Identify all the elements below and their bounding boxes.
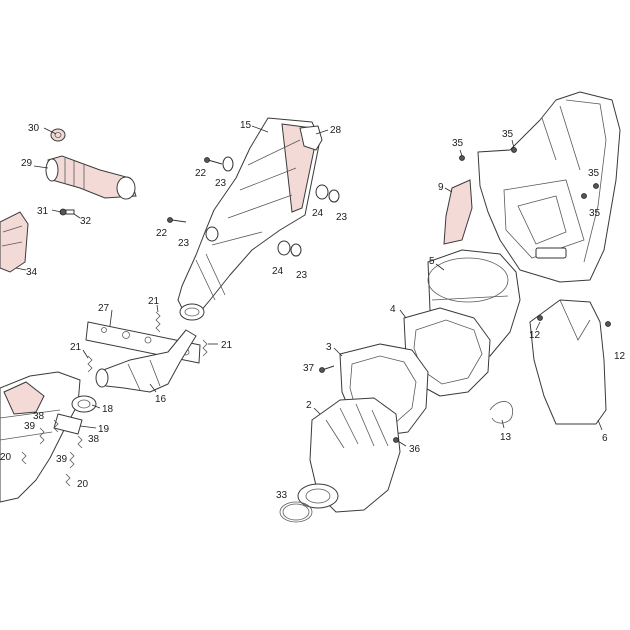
label-12b: 12 bbox=[614, 351, 626, 362]
label-35b: 35 bbox=[502, 129, 514, 140]
label-6: 6 bbox=[602, 433, 608, 444]
label-34: 34 bbox=[26, 267, 38, 278]
screws-35 bbox=[459, 147, 599, 199]
label-22a: 22 bbox=[195, 168, 207, 179]
label-38b: 38 bbox=[88, 434, 100, 445]
label-12a: 12 bbox=[529, 330, 541, 341]
label-20b: 20 bbox=[77, 479, 89, 490]
airbox-frame bbox=[477, 91, 621, 283]
label-36: 36 bbox=[409, 444, 421, 455]
screws-12 bbox=[537, 315, 611, 327]
label-29: 29 bbox=[21, 158, 33, 169]
label-4: 4 bbox=[390, 304, 396, 315]
label-24b: 24 bbox=[272, 266, 284, 277]
part-34-boot bbox=[0, 211, 29, 273]
part-2-intake-cover bbox=[297, 397, 401, 513]
label-35c: 35 bbox=[588, 168, 600, 179]
label-15: 15 bbox=[240, 120, 252, 131]
label-35d: 35 bbox=[589, 208, 601, 219]
leader-lines bbox=[15, 125, 603, 431]
screws-37-36 bbox=[319, 365, 407, 447]
exhaust-header-pipe bbox=[0, 371, 81, 503]
part-30-nut bbox=[50, 128, 66, 142]
label-23b: 23 bbox=[336, 212, 348, 223]
callout-labels: 30 29 31 32 34 15 28 22 23 24 23 22 23 2… bbox=[0, 120, 626, 501]
label-21a: 21 bbox=[148, 296, 160, 307]
label-32: 32 bbox=[80, 216, 92, 227]
label-23a: 23 bbox=[215, 178, 227, 189]
springs-38-39-20 bbox=[21, 419, 83, 487]
label-22b: 22 bbox=[156, 228, 168, 239]
part-9-side-panel bbox=[443, 179, 473, 245]
label-21c: 21 bbox=[70, 342, 82, 353]
label-24a: 24 bbox=[312, 208, 324, 219]
part-29-pipe bbox=[45, 155, 137, 200]
label-23c: 23 bbox=[178, 238, 190, 249]
part-18-flange bbox=[71, 395, 97, 413]
label-2: 2 bbox=[306, 400, 312, 411]
label-19: 19 bbox=[98, 424, 110, 435]
label-9: 9 bbox=[438, 182, 444, 193]
label-3: 3 bbox=[326, 342, 332, 353]
hardware-22-23-24 bbox=[167, 156, 340, 257]
part-13-clip bbox=[489, 401, 514, 424]
label-38a: 38 bbox=[33, 411, 45, 422]
part-31-bolt bbox=[59, 208, 75, 216]
part-28-end-cap bbox=[299, 125, 323, 151]
label-23d: 23 bbox=[296, 270, 308, 281]
label-20a: 20 bbox=[0, 452, 12, 463]
label-35a: 35 bbox=[452, 138, 464, 149]
label-13: 13 bbox=[500, 432, 512, 443]
part-19-plate bbox=[53, 413, 83, 435]
label-27: 27 bbox=[98, 303, 110, 314]
label-39b: 39 bbox=[56, 454, 68, 465]
spring-21 bbox=[87, 311, 208, 373]
label-5: 5 bbox=[429, 256, 435, 267]
label-21b: 21 bbox=[221, 340, 233, 351]
label-31: 31 bbox=[37, 206, 49, 217]
part-6-mudflap bbox=[529, 299, 607, 425]
label-28: 28 bbox=[330, 125, 342, 136]
label-37: 37 bbox=[303, 363, 315, 374]
part-33-clamp bbox=[279, 501, 313, 523]
part-15-silencer bbox=[177, 117, 321, 321]
label-33: 33 bbox=[276, 490, 288, 501]
label-39a: 39 bbox=[24, 421, 36, 432]
label-30: 30 bbox=[28, 123, 40, 134]
label-16: 16 bbox=[155, 394, 167, 405]
part-16-link-pipe bbox=[95, 329, 197, 393]
label-18: 18 bbox=[102, 404, 114, 415]
